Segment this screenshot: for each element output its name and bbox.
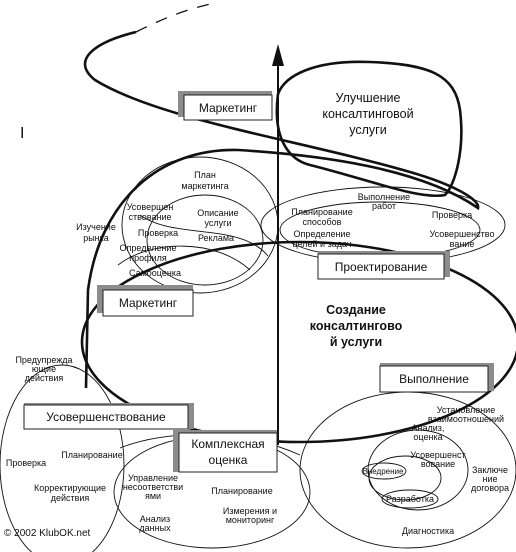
label-data-analysis-2: данных <box>139 523 171 533</box>
label-perfection-right-1: Усовершенст <box>410 450 465 460</box>
creation-blob-line1: Создание <box>326 303 386 317</box>
label-perfection-1: Усовершен <box>127 202 174 212</box>
label-relationship-1: Установление <box>437 405 495 415</box>
label-development: Разработка <box>386 494 434 504</box>
label-profile-definition-1: Определение <box>120 243 177 253</box>
copyright-text: © 2002 KlubOK.net <box>4 528 91 539</box>
label-check-marketing: Проверка <box>138 228 178 238</box>
box-execution-label: Выполнение <box>399 372 469 386</box>
improvement-labels: Предупрежда ющие действия Проверка Плани… <box>6 355 123 503</box>
label-market-study-1: Изучение <box>76 222 116 232</box>
label-profile-definition-2: профиля <box>129 253 167 263</box>
label-perfection-design-1: Усовершенство <box>430 229 495 239</box>
box-complex-assessment-line2: оценка <box>209 453 248 467</box>
label-perfection-design-2: вание <box>450 239 475 249</box>
box-design: Проектирование <box>317 251 450 280</box>
development-pill <box>381 489 439 509</box>
box-improvement: Усовершенствование <box>23 403 194 430</box>
implementation-pill <box>361 462 407 480</box>
label-contract-1: Заключе <box>472 465 508 475</box>
improvement-blob-line3: услуги <box>349 123 386 137</box>
label-market-study-2: рынка <box>83 233 109 243</box>
label-advertising: Реклама <box>198 233 234 243</box>
box-marketing-top: Маркетинг <box>178 91 273 121</box>
box-design-label: Проектирование <box>335 260 428 274</box>
label-data-analysis-1: Анализ <box>140 514 170 524</box>
roman-numeral: I <box>20 125 24 142</box>
box-complex-assessment-line1: Комплексная <box>191 437 264 451</box>
label-goals-definition-2: целей и задач <box>293 239 352 249</box>
label-marketing-plan-2: маркетинга <box>181 181 228 191</box>
label-nonconformity-3: ями <box>145 491 161 501</box>
improvement-blob <box>275 60 463 198</box>
label-contract-2: ние <box>482 474 497 484</box>
label-marketing-plan-1: План <box>194 170 216 180</box>
label-check-left: Проверка <box>6 458 46 468</box>
creation-blob-line2: консалтингово <box>310 319 403 333</box>
label-analysis-1: Анализ, <box>412 423 445 433</box>
label-contract-3: договора <box>471 483 509 493</box>
creation-blob-line3: й услуги <box>330 335 382 349</box>
creation-ellipse <box>80 240 516 444</box>
label-planning-bottom: Планирование <box>211 486 272 496</box>
label-goals-definition-1: Определение <box>294 229 351 239</box>
label-perfection-right-2: вование <box>421 459 455 469</box>
label-measurement-2: мониторинг <box>226 515 275 525</box>
box-execution: Выполнение <box>379 363 494 393</box>
creation-blob-text: Создание консалтингово й услуги <box>310 303 403 349</box>
label-work-execution-2: работ <box>372 201 396 211</box>
label-relationship-2: взаимоотношений <box>428 414 504 424</box>
label-work-execution-1: Выполнение <box>358 192 410 202</box>
label-service-description-2: услуги <box>205 218 232 228</box>
label-planning-left: Планирование <box>61 450 122 460</box>
label-preventive-2: ющие <box>32 364 56 374</box>
top-dashed-tail <box>135 3 211 33</box>
box-marketing-mid: Маркетинг <box>97 285 194 317</box>
assessment-labels: Управление несоответстви ями Планировани… <box>123 473 277 533</box>
axis-arrowhead-icon <box>272 44 284 66</box>
box-complex-assessment: Комплексная оценка <box>173 430 278 473</box>
label-self-assessment: Самооценка <box>129 268 181 278</box>
label-nonconformity-2: несоответстви <box>123 482 183 492</box>
label-analysis-2: оценка <box>413 432 442 442</box>
label-corrective-1: Корректирующие <box>34 483 106 493</box>
improvement-blob-text: Улучшение консалтинговой услуги <box>322 91 413 137</box>
marketing-labels: План маркетинга Усовершен ствование Опис… <box>76 170 239 278</box>
label-corrective-2: действия <box>51 493 90 503</box>
box-marketing-top-label: Маркетинг <box>199 101 258 115</box>
marketing-ellipses <box>117 156 279 294</box>
label-planning-methods-2: способов <box>303 217 342 227</box>
improvement-circle <box>0 364 125 552</box>
improvement-blob-line1: Улучшение <box>336 91 401 105</box>
label-measurement-1: Измерения и <box>223 506 277 516</box>
box-improvement-label: Усовершенствование <box>46 410 166 424</box>
label-service-description-1: Описание <box>197 208 238 218</box>
box-marketing-mid-label: Маркетинг <box>119 296 178 310</box>
label-planning-methods-1: Планирование <box>291 207 352 217</box>
label-perfection-2: ствование <box>129 212 172 222</box>
label-preventive-1: Предупрежда <box>15 355 72 365</box>
label-nonconformity-1: Управление <box>128 473 178 483</box>
label-implementation: Внедрение <box>363 467 404 476</box>
improvement-blob-line2: консалтинговой <box>322 107 413 121</box>
label-check-design: Проверка <box>432 210 472 220</box>
label-preventive-3: действия <box>25 373 64 383</box>
execution-labels: Установление взаимоотношений Анализ, оце… <box>363 405 509 536</box>
design-labels: Планирование способов Выполнение работ П… <box>291 192 494 249</box>
label-diagnostics: Диагностика <box>402 526 454 536</box>
